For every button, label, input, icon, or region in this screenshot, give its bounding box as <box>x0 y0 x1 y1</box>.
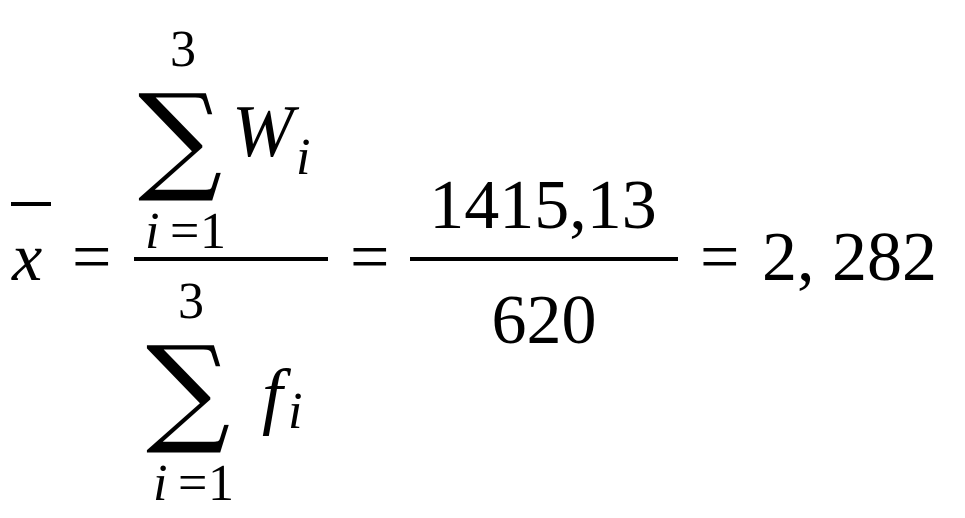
numerator-sum-symbol: ∑ <box>138 68 222 206</box>
result-value: 2, 282 <box>762 219 937 296</box>
numerator-sum-lower-index: i <box>145 203 159 260</box>
denominator-sum-symbol: ∑ <box>146 320 230 458</box>
denominator-sum-lower-index: i <box>153 455 167 512</box>
denominator-term-subscript: i <box>288 383 302 440</box>
equals-sign-1: = <box>72 219 111 296</box>
denominator-sum-upper-limit: 3 <box>178 273 204 330</box>
equals-sign-2: = <box>350 219 389 296</box>
numerator-sum-lower-start: 1 <box>200 203 226 260</box>
numerator-sum-lower-equals: = <box>170 203 199 260</box>
numerator-term-subscript: i <box>296 129 310 186</box>
numerator-term: W <box>232 91 300 173</box>
denominator-sum-lower-equals: = <box>178 455 207 512</box>
numerator-sum-upper-limit: 3 <box>170 21 196 78</box>
numeric-numerator: 1415,13 <box>429 167 657 244</box>
mean-variable: x <box>11 219 42 295</box>
equals-sign-3: = <box>700 219 739 296</box>
numeric-denominator: 620 <box>492 282 597 359</box>
denominator-sum-lower-start: 1 <box>208 455 234 512</box>
